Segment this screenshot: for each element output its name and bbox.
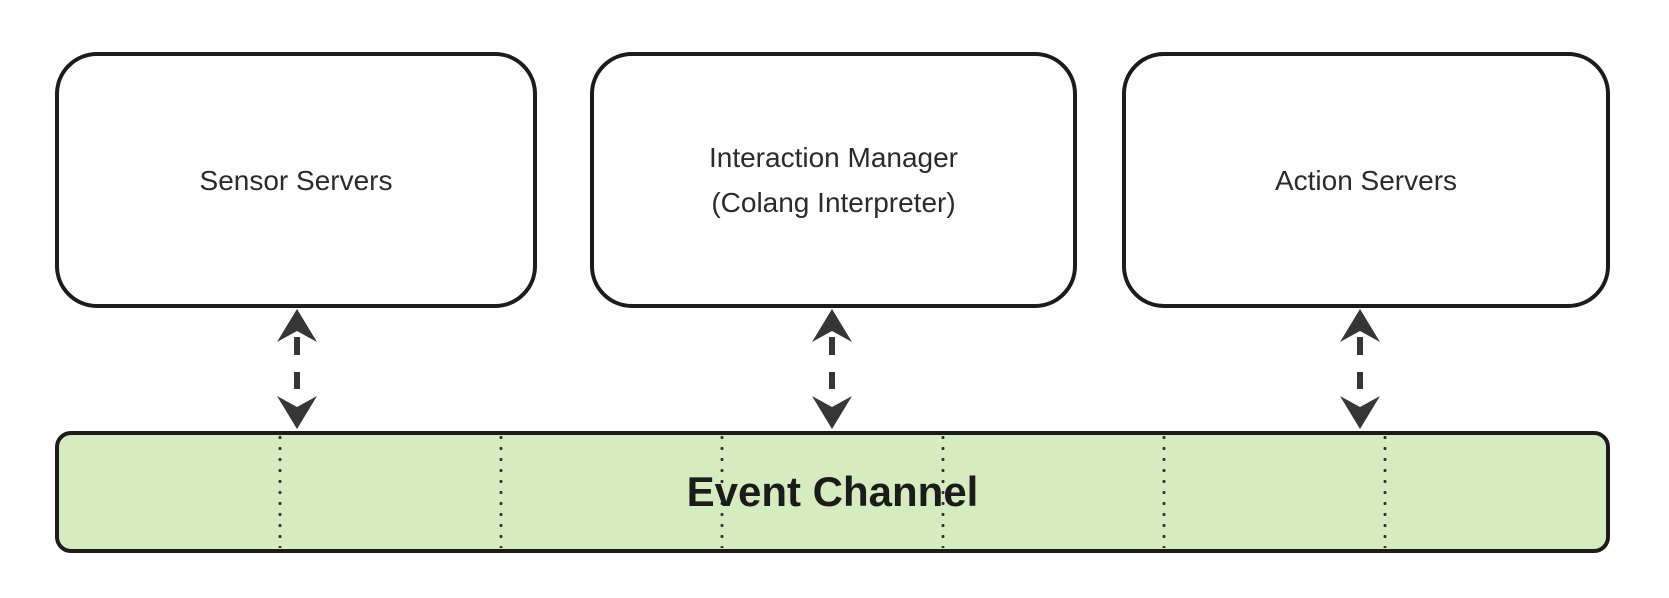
node-sensor-servers: Sensor Servers <box>55 52 537 308</box>
arrowhead-down-icon <box>812 396 852 429</box>
arrowhead-up-icon <box>277 309 317 342</box>
event-channel-label: Event Channel <box>686 468 979 515</box>
node-label: (Colang Interpreter) <box>711 187 956 218</box>
dotted-divider <box>499 436 503 548</box>
dashed-double-arrow-icon <box>273 308 321 430</box>
arrowhead-down-icon <box>277 396 317 429</box>
dashed-double-arrow-icon <box>808 308 856 430</box>
node-label: Interaction Manager <box>708 142 959 173</box>
event-channel-bar: Event Channel <box>55 431 1610 553</box>
arrowhead-up-icon <box>812 309 852 342</box>
node-action-servers: Action Servers <box>1122 52 1610 308</box>
arrowhead-down-icon <box>1340 396 1380 429</box>
node-interaction-manager: Interaction Manager (Colang Interpreter) <box>590 52 1077 308</box>
arrowhead-up-icon <box>1340 309 1380 342</box>
dotted-divider <box>1162 436 1166 548</box>
dotted-divider <box>941 436 945 548</box>
dotted-divider <box>278 436 282 548</box>
dotted-divider <box>1383 436 1387 548</box>
dashed-double-arrow-icon <box>1336 308 1384 430</box>
dotted-divider <box>720 436 724 548</box>
node-label: Sensor Servers <box>199 164 393 196</box>
node-label: Action Servers <box>1274 164 1458 196</box>
